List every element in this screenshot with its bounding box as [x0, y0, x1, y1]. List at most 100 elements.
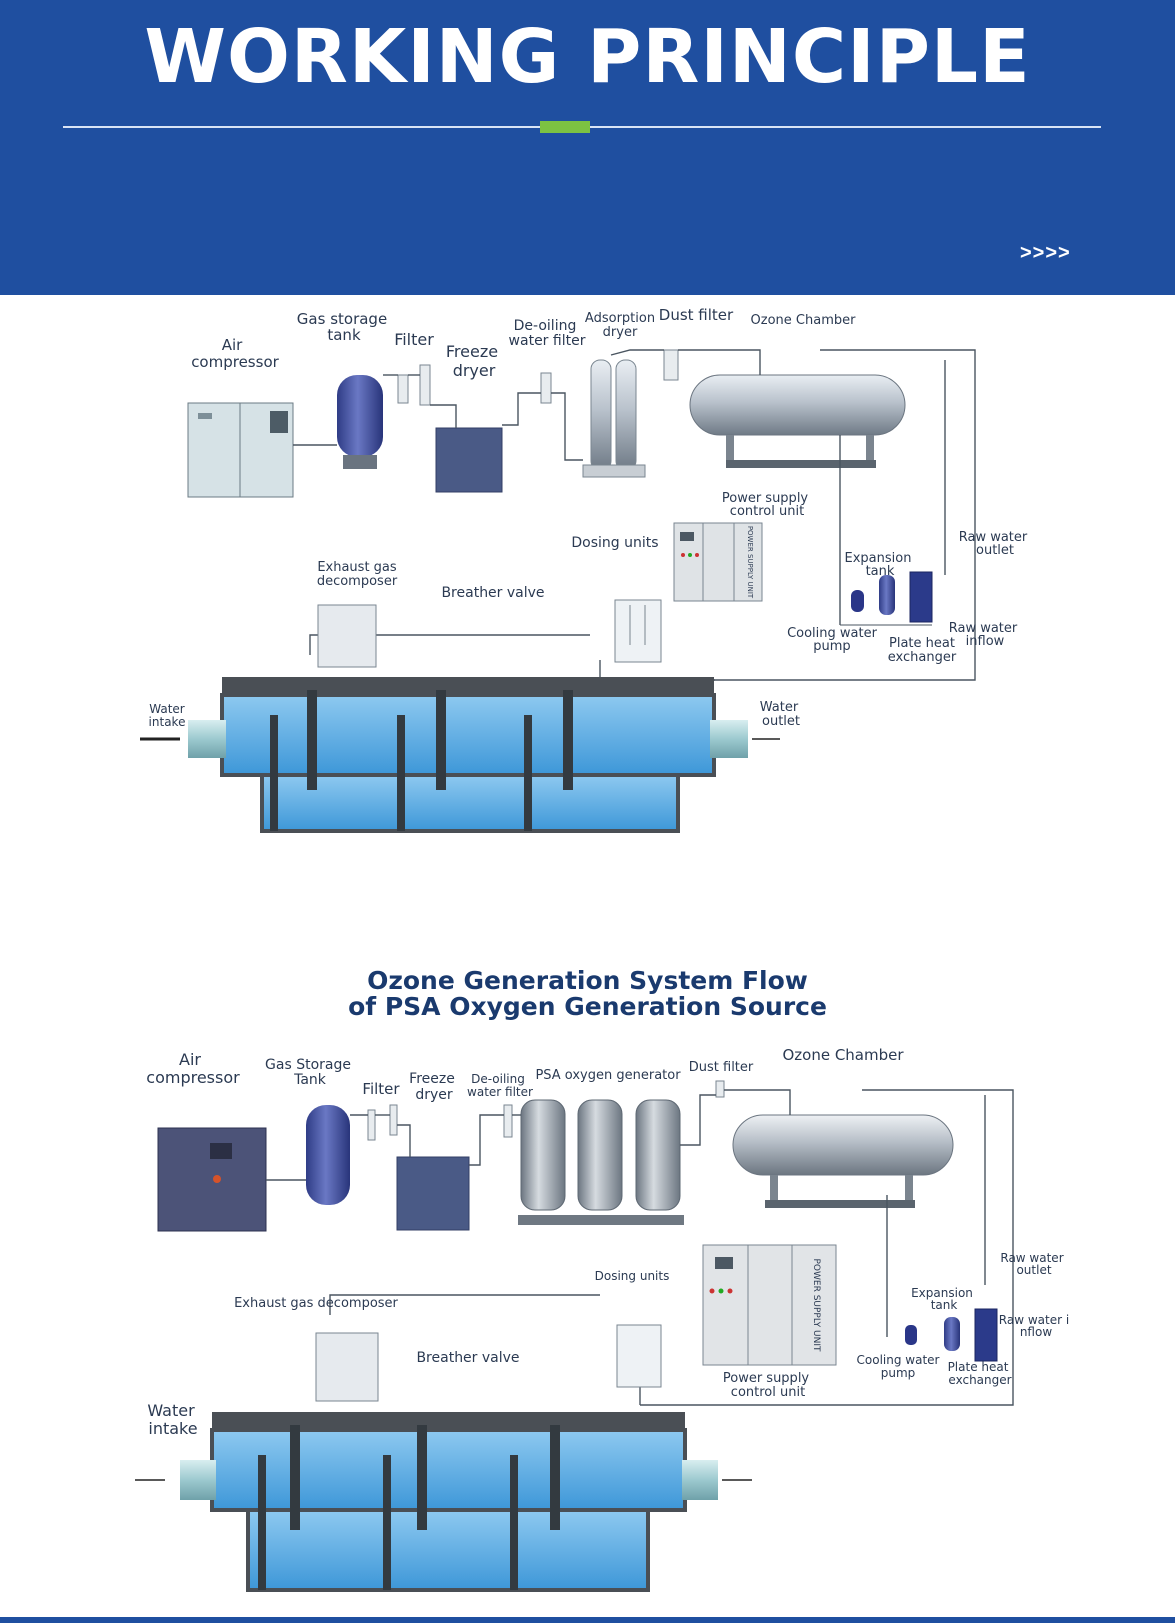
dust-filter-label: Dust filter	[689, 1060, 754, 1075]
dosing-units-label: Dosing units	[595, 1269, 670, 1283]
cooling-loop	[840, 571, 933, 626]
outlet-pipe	[682, 1460, 718, 1500]
psu-panel-text: POWER SUPPLY UNIT	[746, 526, 754, 599]
freeze-dryer-label: dryer	[415, 1087, 453, 1103]
cooling-pump-label: pump	[881, 1366, 916, 1380]
gas-storage-tank-icon	[306, 1105, 350, 1205]
plate-hx-label: Plate heat	[948, 1360, 1009, 1374]
outlet-pipe	[710, 720, 748, 758]
cooling-pump-label: Cooling water	[787, 626, 878, 641]
plate-hx-label: Plate heat	[889, 636, 955, 651]
water-intake-label: intake	[149, 715, 186, 729]
expansion-tank-label: Expansion	[845, 551, 912, 566]
expansion-tank-label: Expansion	[911, 1286, 973, 1300]
contact-tank-icon	[220, 677, 716, 833]
ozone-chamber-label: Ozone Chamber	[782, 1046, 904, 1064]
deoiling-label: De-oiling	[514, 318, 577, 334]
air-compressor-label: Air	[179, 1050, 201, 1069]
expansion-tank-label: tank	[866, 564, 895, 579]
inlet-pipe	[180, 1460, 216, 1500]
power-supply-unit-icon: POWER SUPPLY UNIT	[673, 522, 763, 602]
raw-water-inflow-label: nflow	[1020, 1325, 1053, 1339]
gas-storage-label: tank	[327, 326, 361, 344]
breather-valve-label: Breather valve	[441, 585, 544, 601]
power-supply-unit-icon: POWER SUPPLY UNIT	[702, 1244, 837, 1366]
filter-icon	[389, 1104, 398, 1136]
more-arrows[interactable]: >>>>	[1020, 242, 1071, 264]
raw-water-outlet-label: Raw water	[1000, 1251, 1063, 1265]
gas-storage-tank-icon	[337, 375, 383, 469]
gas-storage-label: Gas storage	[297, 310, 387, 328]
filter-label: Filter	[362, 1080, 400, 1098]
exhaust-decomposer-icon	[317, 604, 377, 668]
exhaust-label: Exhaust gas decomposer	[234, 1296, 398, 1311]
ozone-chamber-icon	[732, 1114, 954, 1176]
water-intake-label: Water	[149, 702, 185, 716]
header-banner: WORKING PRINCIPLE >>>>	[0, 0, 1175, 295]
dosing-units-label: Dosing units	[571, 535, 658, 551]
deoiling-label: water filter	[509, 333, 586, 349]
freeze-dryer-label: Freeze	[446, 342, 498, 361]
gas-storage-label: Gas Storage	[265, 1057, 351, 1073]
psu-panel-text: POWER SUPPLY UNIT	[811, 1258, 821, 1352]
deoiling-filter-icon	[540, 372, 552, 404]
expansion-tank-label: tank	[931, 1298, 958, 1312]
raw-water-inflow-label: Raw water	[949, 621, 1018, 636]
deoiling-label: water filter	[467, 1085, 533, 1099]
contact-tank-icon	[210, 1412, 687, 1592]
air-compressor-label: compressor	[146, 1068, 240, 1087]
dosing-units-icon	[614, 599, 662, 663]
gas-storage-label: Tank	[293, 1072, 327, 1088]
exhaust-label: decomposer	[317, 574, 398, 589]
cooling-pump-label: pump	[813, 639, 850, 654]
water-outlet-label: outlet	[762, 714, 800, 729]
dust-filter-icon	[715, 1080, 725, 1098]
power-supply-label: control unit	[731, 1385, 805, 1400]
plate-hx-label: exchanger	[888, 650, 957, 665]
diagram2-title-line1: Ozone Generation System Flow	[367, 966, 808, 995]
air-compressor-icon	[157, 1127, 267, 1232]
freeze-dryer-icon	[396, 1156, 470, 1231]
adsorption-label: Adsorption	[585, 311, 655, 326]
raw-water-outlet-label: Raw water	[959, 530, 1028, 545]
air-compressor-label: compressor	[191, 353, 279, 371]
inlet-pipe	[188, 720, 226, 758]
exhaust-label: Exhaust gas	[317, 560, 397, 575]
filter-icon	[367, 1109, 376, 1141]
cooling-loop	[905, 1308, 998, 1362]
adsorption-dryer-icon	[582, 359, 646, 478]
power-supply-label: control unit	[730, 504, 804, 519]
header-accent-bar	[540, 121, 590, 133]
process-pipes	[293, 349, 976, 681]
air-compressor-label: Air	[222, 336, 243, 354]
water-outlet-label: Water	[760, 700, 799, 715]
deoiling-label: De-oiling	[471, 1072, 525, 1086]
ozone-chamber-label: Ozone Chamber	[751, 313, 857, 328]
air-compressor-icon	[187, 402, 294, 498]
freeze-dryer-icon	[435, 427, 503, 493]
dust-filter-icon	[663, 349, 679, 381]
water-intake-label: intake	[148, 1419, 197, 1438]
air-source-flow-diagram: Air compressor Gas storage tank Filter F…	[140, 306, 1028, 833]
freeze-dryer-label: Freeze	[409, 1071, 455, 1087]
psa-generator-icon	[518, 1099, 684, 1225]
page-title: WORKING PRINCIPLE	[144, 14, 1031, 100]
psa-oxygen-flow-diagram: Air compressor Gas Storage Tank Filter F…	[135, 1046, 1069, 1592]
diagram2-title: Ozone Generation System Flow of PSA Oxyg…	[0, 968, 1175, 1020]
raw-water-outlet-label: outlet	[976, 543, 1014, 558]
deoiling-filter-icon	[503, 1104, 513, 1138]
power-supply-label: Power supply	[723, 1371, 810, 1386]
dosing-units-icon	[616, 1324, 662, 1388]
adsorption-label: dryer	[603, 325, 638, 340]
bottom-bar	[0, 1617, 1175, 1623]
ozone-chamber-icon	[689, 374, 906, 436]
raw-water-inflow-label: Raw water i	[999, 1313, 1069, 1327]
raw-water-outlet-label: outlet	[1016, 1263, 1051, 1277]
filter-icon	[397, 364, 431, 406]
psa-generator-label: PSA oxygen generator	[535, 1068, 681, 1083]
diagram2-title-line2: of PSA Oxygen Generation Source	[348, 992, 827, 1021]
breather-valve-label: Breather valve	[416, 1350, 519, 1366]
process-pipes	[266, 1089, 1014, 1406]
raw-water-inflow-label: inflow	[966, 634, 1005, 649]
power-supply-label: Power supply	[722, 491, 809, 506]
